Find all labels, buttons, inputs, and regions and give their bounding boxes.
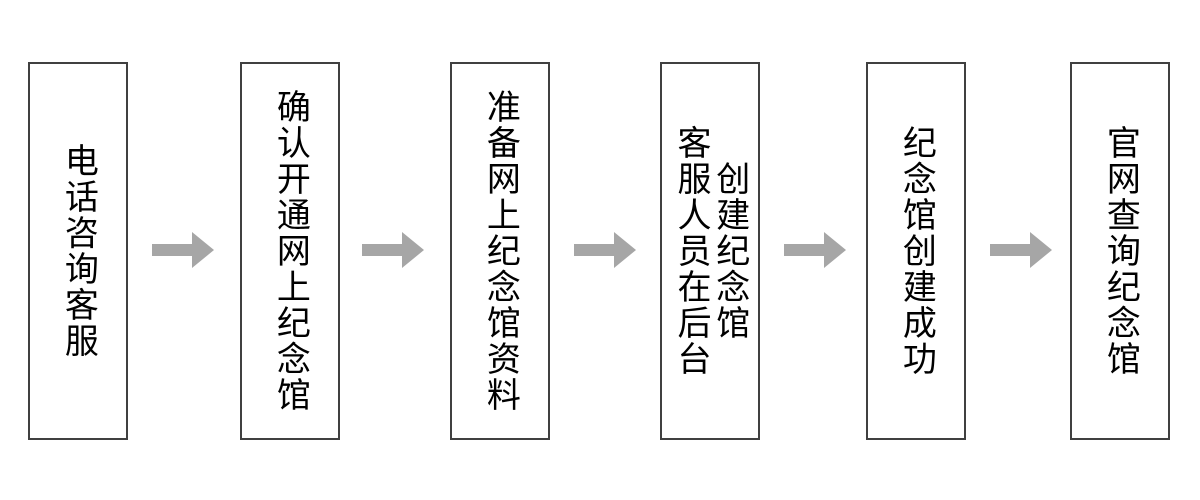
flow-step-label-primary: 确认开通网上纪念馆 — [270, 89, 311, 413]
flow-step-label-primary: 电话咨询客服 — [58, 143, 99, 359]
flow-step-label-secondary: 客服人员在后台 — [671, 125, 711, 377]
flow-step-label-primary: 纪念馆创建成功 — [896, 125, 937, 377]
flow-step-label-primary: 创建纪念馆 — [709, 161, 750, 341]
flow-step-query-memorial-on-official-site[interactable]: 官网查询纪念馆 — [1070, 62, 1170, 440]
right-arrow-icon — [784, 232, 846, 268]
flow-step-prepare-memorial-materials[interactable]: 准备网上纪念馆资料 — [450, 62, 550, 440]
right-arrow-icon — [990, 232, 1052, 268]
flow-step-staff-create-memorial-backend[interactable]: 创建纪念馆 客服人员在后台 — [660, 62, 760, 440]
right-arrow-icon — [574, 232, 636, 268]
flow-step-label-primary: 官网查询纪念馆 — [1100, 125, 1141, 377]
flow-step-label-primary: 准备网上纪念馆资料 — [480, 89, 521, 413]
flow-step-memorial-created-successfully[interactable]: 纪念馆创建成功 — [866, 62, 966, 440]
flow-step-confirm-open-online-memorial[interactable]: 确认开通网上纪念馆 — [240, 62, 340, 440]
right-arrow-icon — [152, 232, 214, 268]
right-arrow-icon — [362, 232, 424, 268]
flow-step-phone-consult-support[interactable]: 电话咨询客服 — [28, 62, 128, 440]
